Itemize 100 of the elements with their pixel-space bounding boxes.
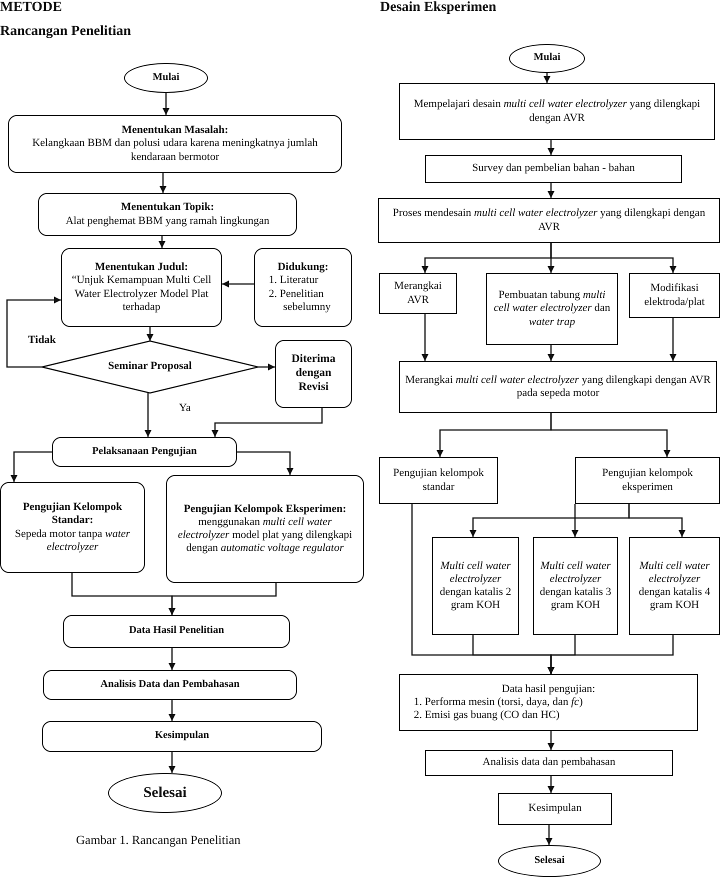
arrow [168, 648, 176, 670]
node-text: Data Hasil Penelitian [128, 625, 226, 638]
process-box [533, 537, 618, 635]
node-text: 2. Penelitian sebelumny [268, 288, 332, 314]
node-text: “Unjuk Kemampuan Multi Cell Water Electrolyzer Model Plat terhadap [70, 274, 212, 314]
arrow [628, 504, 686, 537]
section-heading: METODE [0, 0, 62, 16]
section-heading: Rancangan Penelitian [0, 24, 132, 40]
node-heading: Didukung: [276, 261, 330, 274]
process-box [399, 674, 698, 731]
edge-label: Ya [177, 402, 193, 414]
process-box [399, 361, 717, 413]
arrow [160, 173, 166, 193]
node-text: Analisis data dan pembahasan [482, 756, 616, 770]
process-box [42, 721, 322, 752]
node-text: Pembuatan tabung multi cell water electrolyzer dan water trap [492, 289, 612, 329]
arrow [550, 243, 676, 273]
node-heading: Pengujian Kelompok Standar: [22, 501, 124, 528]
section-heading: Desain Eksperimen [380, 0, 496, 16]
node-heading: Menentukan Judul: [94, 261, 190, 274]
node-text: Pengujian kelompok eksperimen [601, 467, 694, 494]
process-box [43, 670, 297, 700]
process-box [432, 537, 519, 635]
arrow [548, 635, 674, 674]
process-box [425, 750, 673, 776]
arrow [544, 73, 550, 83]
node-heading: Pengujian Kelompok Eksperimen: [182, 502, 348, 516]
arrow [6, 296, 61, 368]
process-box [629, 273, 720, 318]
arrow [548, 776, 554, 793]
node-text: Seminar Proposal [107, 360, 193, 374]
process-box [378, 198, 720, 243]
node-text: Diterima dengan Revisi [290, 353, 337, 395]
arrow [237, 451, 294, 475]
arrow [162, 93, 170, 115]
node-text: Survey dan pembelian bahan - bahan [471, 162, 636, 176]
process-box [52, 437, 237, 467]
node-text: Modifikasi elektroda/plat [643, 282, 706, 309]
node-text: Mulai [152, 72, 180, 84]
node-text: Selesai [142, 784, 188, 802]
arrow [168, 700, 176, 721]
node-text: Merangkai AVR [393, 280, 443, 307]
process-box [61, 248, 222, 327]
node-text: menggunakan multi cell water electrolyzer model plat yang dilengkapi dengan automatic voltage regulator [176, 516, 354, 556]
process-box [38, 193, 297, 236]
arrow [572, 504, 578, 537]
node-text: Data hasil pengujian: [500, 682, 596, 696]
node-text: Kelangkaan BBM dan polusi udara karena meningkatnya jumlah kendaraan bermotor [31, 137, 319, 164]
node-text: Multi cell water electrolyzer dengan katalis 2 gram KOH [438, 560, 512, 612]
arrow [144, 393, 152, 437]
node-text: Pelaksanaan Pengujian [91, 446, 198, 458]
node-text: 2. Emisi gas buang (CO dan HC) [412, 709, 561, 722]
arrow [548, 140, 554, 155]
node-text: Selesai [533, 854, 566, 868]
process-box [166, 475, 364, 583]
arrow [548, 345, 554, 361]
process-box [629, 537, 720, 635]
node-text: Sepeda motor tanpa water electrolyzer [14, 528, 132, 554]
arrow [670, 318, 676, 361]
arrow [222, 280, 254, 288]
process-box [254, 248, 352, 327]
process-box [8, 115, 342, 173]
node-text: Mempelajari desain multi cell water electrolyzer yang dilengkapi dengan AVR [412, 98, 702, 125]
arrow [422, 314, 428, 361]
node-text: Kesimpulan [154, 730, 210, 743]
arrow [158, 236, 166, 248]
node-text: Merangkai multi cell water electrolyzer yang dilengkapi dengan AVR pada sepeda motor [405, 374, 711, 400]
process-box [379, 273, 457, 314]
process-box [63, 615, 290, 648]
figure-caption: Gambar 1. Rancangan Penelitian [76, 833, 241, 848]
process-box [0, 482, 145, 573]
arrow [10, 451, 52, 482]
arrow [548, 731, 554, 750]
arrow [212, 408, 323, 437]
arrow [550, 413, 670, 457]
process-box [399, 83, 715, 140]
node-text: Alat penghemat BBM yang ramah lingkungan [64, 214, 270, 228]
node-text: Mulai [532, 52, 562, 65]
edge-label: Tidak [26, 334, 58, 346]
arrow [546, 825, 552, 845]
node-text: 1. Literatur [268, 274, 320, 288]
process-box [486, 273, 618, 345]
node-text: Multi cell water electrolyzer dengan katalis 4 gram KOH [638, 560, 712, 612]
arrow [548, 183, 554, 198]
node-text: Analisis Data dan Pembahasan [99, 678, 241, 692]
node-text: 1. Performa mesin (torsi, daya, dan fc) [412, 696, 584, 710]
process-box [275, 340, 352, 408]
node-heading: Menentukan Topik: [120, 201, 216, 214]
node-text: Kesimpulan [527, 802, 583, 816]
arrow [168, 752, 176, 773]
arrow [258, 364, 275, 370]
node-heading: Menentukan Masalah: [120, 124, 230, 138]
process-box [425, 155, 682, 183]
process-box [379, 457, 498, 504]
process-box [575, 457, 720, 504]
arrow [168, 583, 277, 615]
arrow [146, 327, 154, 341]
node-text: Multi cell water electrolyzer dengan katalis 3 gram KOH [539, 560, 612, 612]
node-text: Proses mendesain multi cell water electrolyzer yang dilengkapi dengan AVR [392, 207, 706, 234]
process-box [498, 793, 612, 825]
